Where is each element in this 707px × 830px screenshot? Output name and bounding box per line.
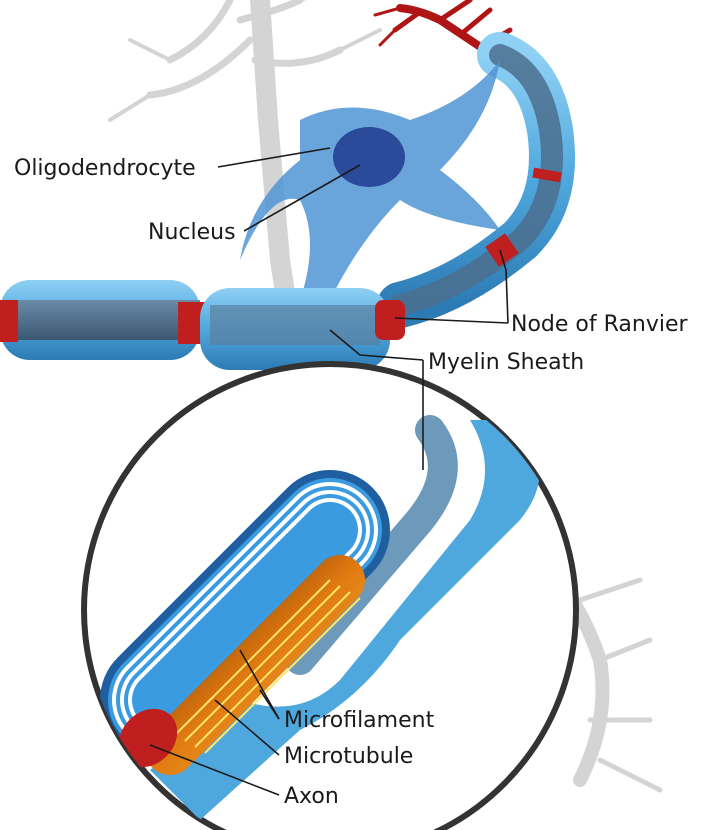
label-microfilament: Microfilament bbox=[284, 708, 435, 733]
upper-axon bbox=[377, 32, 575, 328]
label-nucleus: Nucleus bbox=[148, 220, 236, 245]
leader-lines bbox=[149, 147, 509, 796]
label-microtubule: Microtubule bbox=[284, 744, 413, 769]
main-axon bbox=[0, 280, 405, 370]
label-myelin-sheath: Myelin Sheath bbox=[428, 350, 584, 375]
nucleus-shape bbox=[333, 127, 405, 187]
inset-magnification bbox=[81, 361, 579, 830]
label-axon: Axon bbox=[284, 784, 339, 809]
label-node-of-ranvier: Node of Ranvier bbox=[511, 312, 689, 337]
labels: Oligodendrocyte Nucleus Node of Ranvier … bbox=[14, 156, 689, 809]
oligodendrocyte-cell bbox=[240, 60, 500, 300]
label-oligodendrocyte: Oligodendrocyte bbox=[14, 156, 196, 181]
